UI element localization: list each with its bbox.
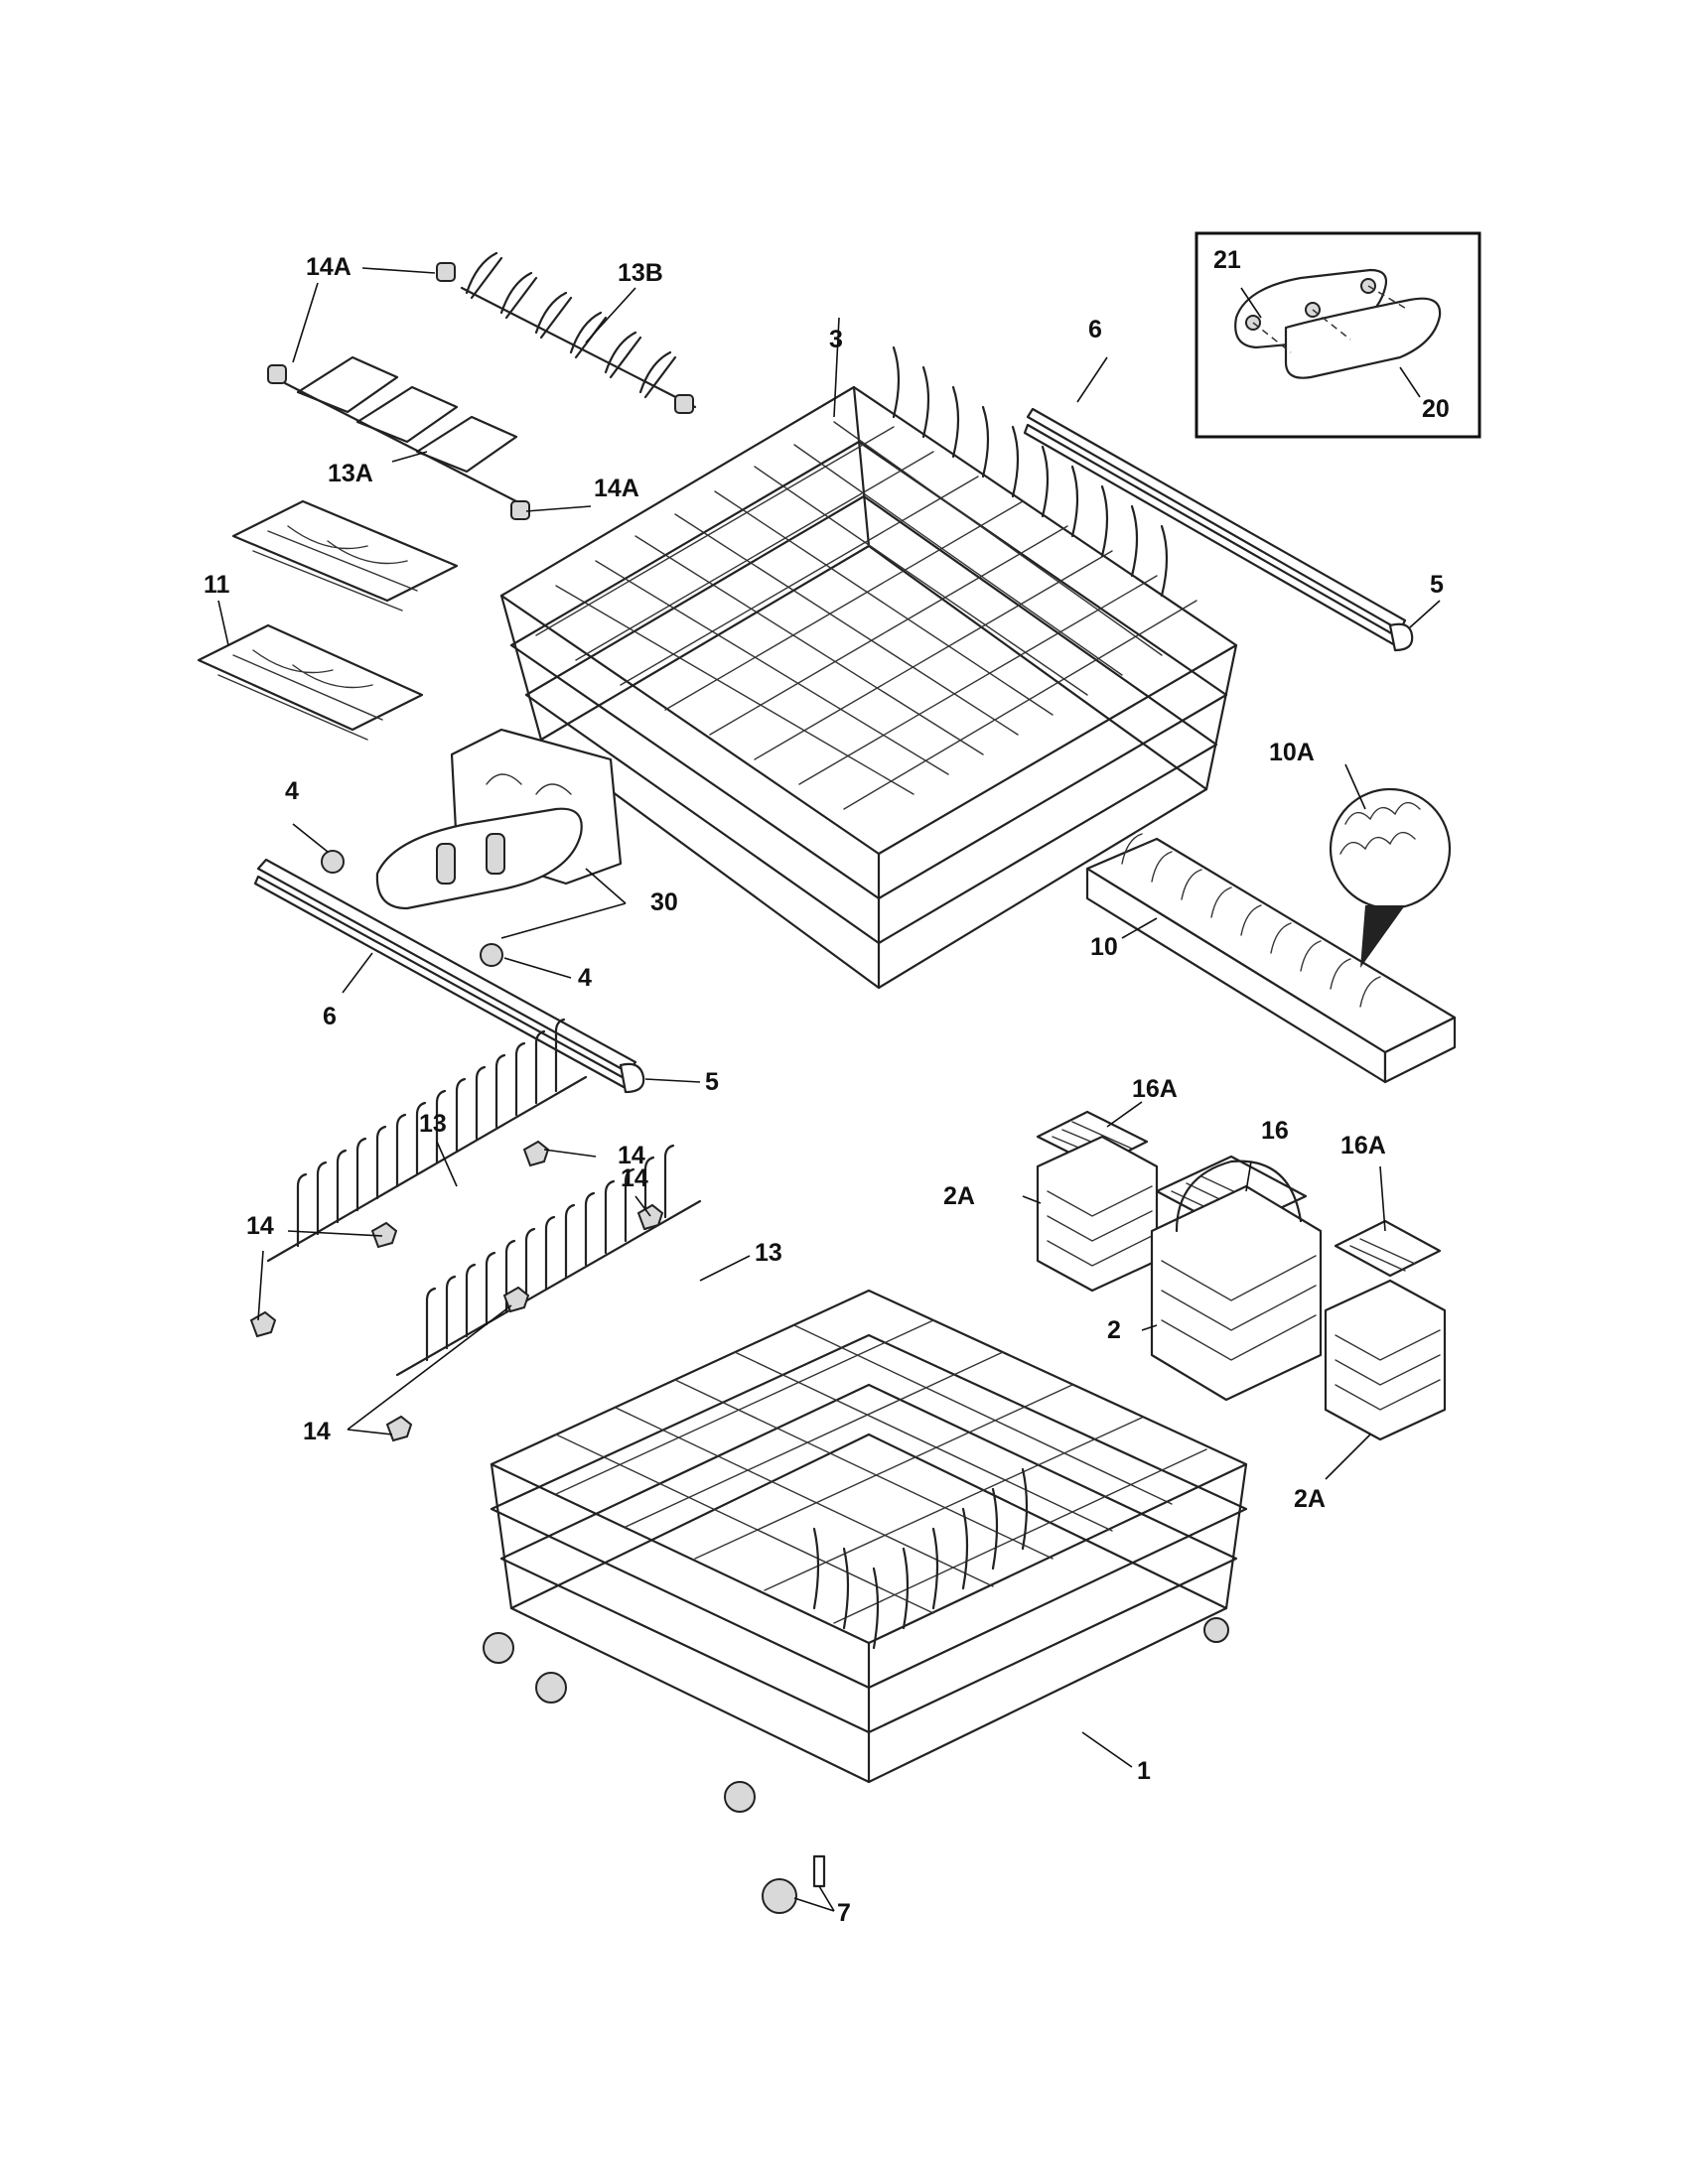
callout-6-top: 6 [1088, 316, 1102, 343]
lower-rack [483, 1289, 1248, 1914]
callout-11: 11 [204, 571, 230, 599]
cutlery-baskets [1036, 1110, 1447, 1441]
callout-14-left: 14 [246, 1212, 274, 1240]
callout-13b: 13B [618, 259, 663, 287]
inset-box-handle-detail [1195, 231, 1481, 439]
callout-30: 30 [650, 888, 678, 916]
callout-20: 20 [1422, 395, 1450, 423]
tine-trays-11 [197, 499, 459, 741]
callout-1: 1 [1137, 1757, 1151, 1785]
callout-14a-top: 14A [306, 253, 352, 281]
callout-6-bottom: 6 [323, 1003, 337, 1030]
callout-16a-right: 16A [1340, 1132, 1386, 1160]
callout-14-bottom: 14 [303, 1418, 331, 1445]
callout-5-bottom: 5 [705, 1068, 719, 1096]
callout-14-top-right: 14 [618, 1142, 645, 1169]
leader-lines [217, 267, 1441, 1912]
silverware-basket-10 [1085, 787, 1457, 1084]
callout-10: 10 [1090, 933, 1118, 961]
rack-handle-30 [321, 728, 623, 967]
callout-14-right: 14 [621, 1164, 648, 1192]
callout-7: 7 [837, 1899, 851, 1927]
callout-13a: 13A [328, 460, 373, 487]
callout-13-right: 13 [755, 1239, 782, 1267]
callout-21: 21 [1213, 246, 1241, 274]
callout-2: 2 [1107, 1316, 1121, 1344]
rack-rail-lower [253, 858, 645, 1094]
folding-tines-13 [249, 1018, 702, 1442]
callout-4-upper: 4 [285, 777, 299, 805]
upper-rack [499, 345, 1238, 990]
callout-2a-bottom: 2A [1294, 1485, 1326, 1513]
cup-shelves-13a-13b [267, 251, 697, 520]
rack-rail-upper [1023, 407, 1414, 652]
callout-4-lower: 4 [578, 964, 592, 992]
callout-14a-mid: 14A [594, 475, 639, 502]
callout-13-top: 13 [419, 1110, 447, 1138]
callout-10a: 10A [1269, 739, 1315, 766]
callout-3: 3 [829, 326, 843, 353]
callout-16a-left: 16A [1132, 1075, 1178, 1103]
callout-labels: 14A 13B 13A 14A 11 3 6 21 20 5 10A 4 30 … [204, 246, 1450, 1927]
callout-2a-left: 2A [943, 1182, 975, 1210]
callout-16: 16 [1261, 1117, 1289, 1145]
callout-5-top: 5 [1430, 571, 1444, 599]
